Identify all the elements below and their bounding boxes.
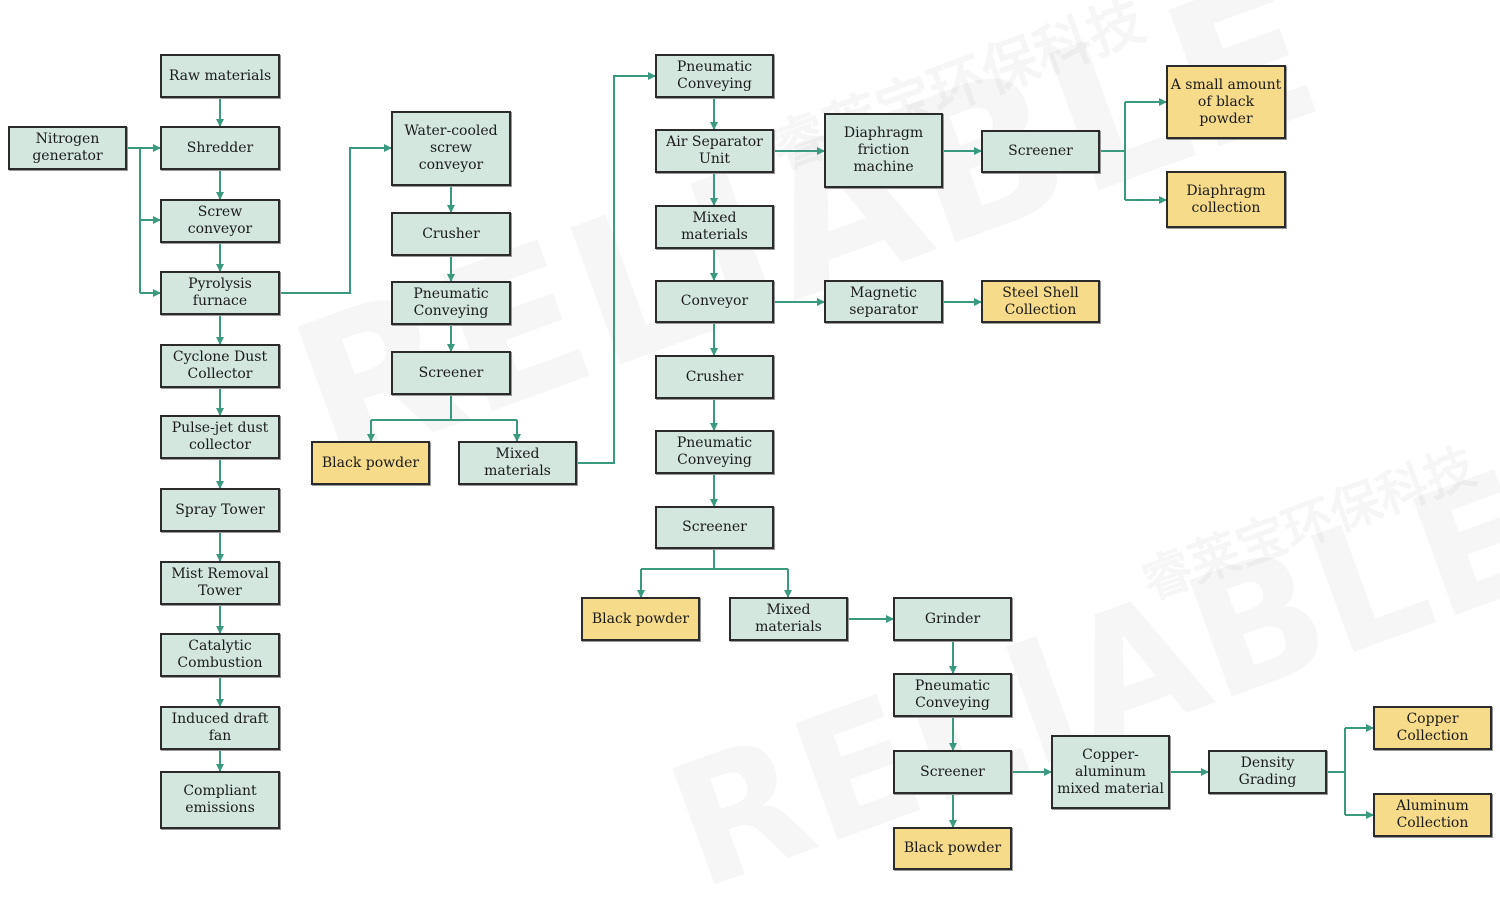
node-pneu2: Pneumatic Conveying (655, 54, 774, 98)
node-pneu4: Pneumatic Conveying (893, 673, 1012, 717)
node-black3: Black powder (893, 827, 1012, 870)
node-shredder: Shredder (160, 126, 280, 170)
node-raw: Raw materials (160, 54, 280, 98)
node-pulse: Pulse-jet dust collector (160, 415, 280, 459)
node-pneu3: Pneumatic Conveying (655, 430, 774, 474)
node-aluminum: Aluminum Collection (1373, 793, 1492, 837)
node-density: Density Grading (1208, 750, 1327, 794)
node-crusher1: Crusher (391, 212, 511, 256)
node-water: Water-cooled screw conveyor (391, 111, 511, 186)
node-magnetic: Magnetic separator (824, 280, 943, 323)
node-pneu1: Pneumatic Conveying (391, 281, 511, 325)
node-black2: Black powder (581, 597, 700, 641)
node-spray: Spray Tower (160, 488, 280, 532)
node-cual: Copper- aluminum mixed material (1051, 735, 1170, 809)
node-smallblack: A small amount of black powder (1166, 65, 1286, 139)
node-black1: Black powder (311, 441, 430, 485)
node-grinder: Grinder (893, 597, 1012, 641)
node-mist: Mist Removal Tower (160, 561, 280, 605)
node-screener3: Screener (655, 506, 774, 549)
node-induced: Induced draft fan (160, 706, 280, 750)
node-cyclone: Cyclone Dust Collector (160, 344, 280, 388)
node-mixed1: Mixed materials (458, 441, 577, 485)
node-nitrogen: Nitrogen generator (8, 126, 127, 170)
node-mixed2: Mixed materials (655, 205, 774, 249)
node-airsep: Air Separator Unit (655, 129, 774, 173)
node-crusher2: Crusher (655, 355, 774, 399)
flow-arrow (280, 144, 392, 294)
node-screener1: Screener (391, 351, 511, 395)
node-steel: Steel Shell Collection (981, 280, 1100, 323)
node-copper: Copper Collection (1373, 706, 1492, 750)
node-pyrolysis: Pyrolysis furnace (160, 271, 280, 315)
node-screwconv: Screw conveyor (160, 199, 280, 243)
node-catalytic: Catalytic Combustion (160, 633, 280, 677)
node-diacoll: Diaphragm collection (1166, 171, 1286, 228)
node-diaphragm: Diaphragm friction machine (824, 113, 943, 188)
node-screener2: Screener (981, 130, 1100, 173)
flow-arrow (577, 72, 656, 464)
node-compliant: Compliant emissions (160, 771, 280, 829)
node-screener4: Screener (893, 750, 1012, 794)
node-conveyor: Conveyor (655, 280, 774, 323)
node-mixed3: Mixed materials (729, 597, 848, 641)
